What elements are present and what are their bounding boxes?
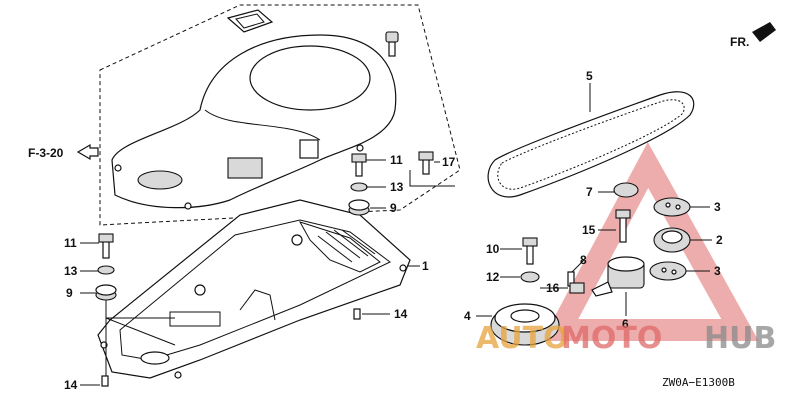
lower-belt-cover	[97, 199, 411, 379]
upper-belt-cover	[111, 34, 397, 210]
cover-knob	[385, 31, 399, 57]
callout-9-mid: 9	[390, 201, 397, 215]
timing-belt	[487, 91, 695, 198]
bolt-10	[522, 237, 538, 265]
grommet-9-left	[95, 284, 117, 301]
callout-13-mid: 13	[390, 180, 404, 194]
callout-5: 5	[586, 69, 593, 83]
callout-6: 6	[622, 317, 629, 331]
cover-seal	[226, 9, 274, 33]
watermark-triangle	[541, 142, 759, 341]
callout-3-lower: 3	[714, 264, 721, 278]
callout-17: 17	[442, 155, 456, 169]
callout-numbers: 1 2 3 3 4 5 6 7 8 9 9 10 11 11 12 13 13 …	[64, 69, 723, 392]
drive-pulley	[490, 303, 560, 346]
bolt-11-mid	[351, 153, 367, 177]
washer-lower	[649, 261, 687, 281]
washer-12	[520, 271, 540, 283]
callout-12: 12	[486, 270, 500, 284]
callout-3-upper: 3	[714, 200, 721, 214]
watermark-auto: AUTO	[476, 321, 569, 356]
reference-label: F-3-20	[28, 146, 64, 160]
callout-15: 15	[582, 223, 596, 237]
washer-upper	[653, 197, 691, 217]
callout-14-left: 14	[64, 378, 78, 392]
front-direction-label: FR.	[730, 35, 749, 49]
callout-14-mid: 14	[394, 307, 408, 321]
tensioner	[591, 256, 645, 297]
spring-pin-8	[567, 271, 585, 294]
bolt-14-mid	[353, 308, 361, 320]
callout-8: 8	[580, 253, 587, 267]
callout-13-left: 13	[64, 264, 78, 278]
callout-11-left: 11	[64, 236, 77, 250]
front-direction-arrow: FR.	[730, 22, 776, 49]
watermark-moto: MOTO	[561, 321, 662, 356]
callout-9-left: 9	[66, 286, 73, 300]
leader-lines	[80, 83, 712, 386]
driven-pulley	[653, 227, 691, 253]
washer-13-mid	[350, 182, 368, 192]
bolt-14-left	[101, 375, 109, 387]
callout-2: 2	[716, 233, 723, 247]
cover-group-outline	[99, 4, 461, 226]
callout-16: 16	[546, 281, 560, 295]
bolt-11-left	[98, 233, 114, 259]
cap-7	[613, 182, 639, 198]
grommet-9-mid	[348, 199, 370, 216]
bolt-15	[615, 209, 631, 243]
bolt-17	[418, 151, 434, 175]
watermark-logo: AUTO MOTO HUB	[476, 321, 776, 356]
callout-1: 1	[422, 259, 429, 273]
washer-13-left	[97, 265, 115, 275]
callout-7: 7	[586, 185, 593, 199]
callout-4: 4	[464, 309, 471, 323]
callout-10: 10	[486, 242, 500, 256]
watermark-hub: HUB	[704, 321, 776, 356]
callout-11-mid: 11	[390, 153, 403, 167]
diagram-code: ZW0A−E1300B	[662, 376, 735, 389]
reference-arrow: F-3-20	[28, 143, 99, 161]
